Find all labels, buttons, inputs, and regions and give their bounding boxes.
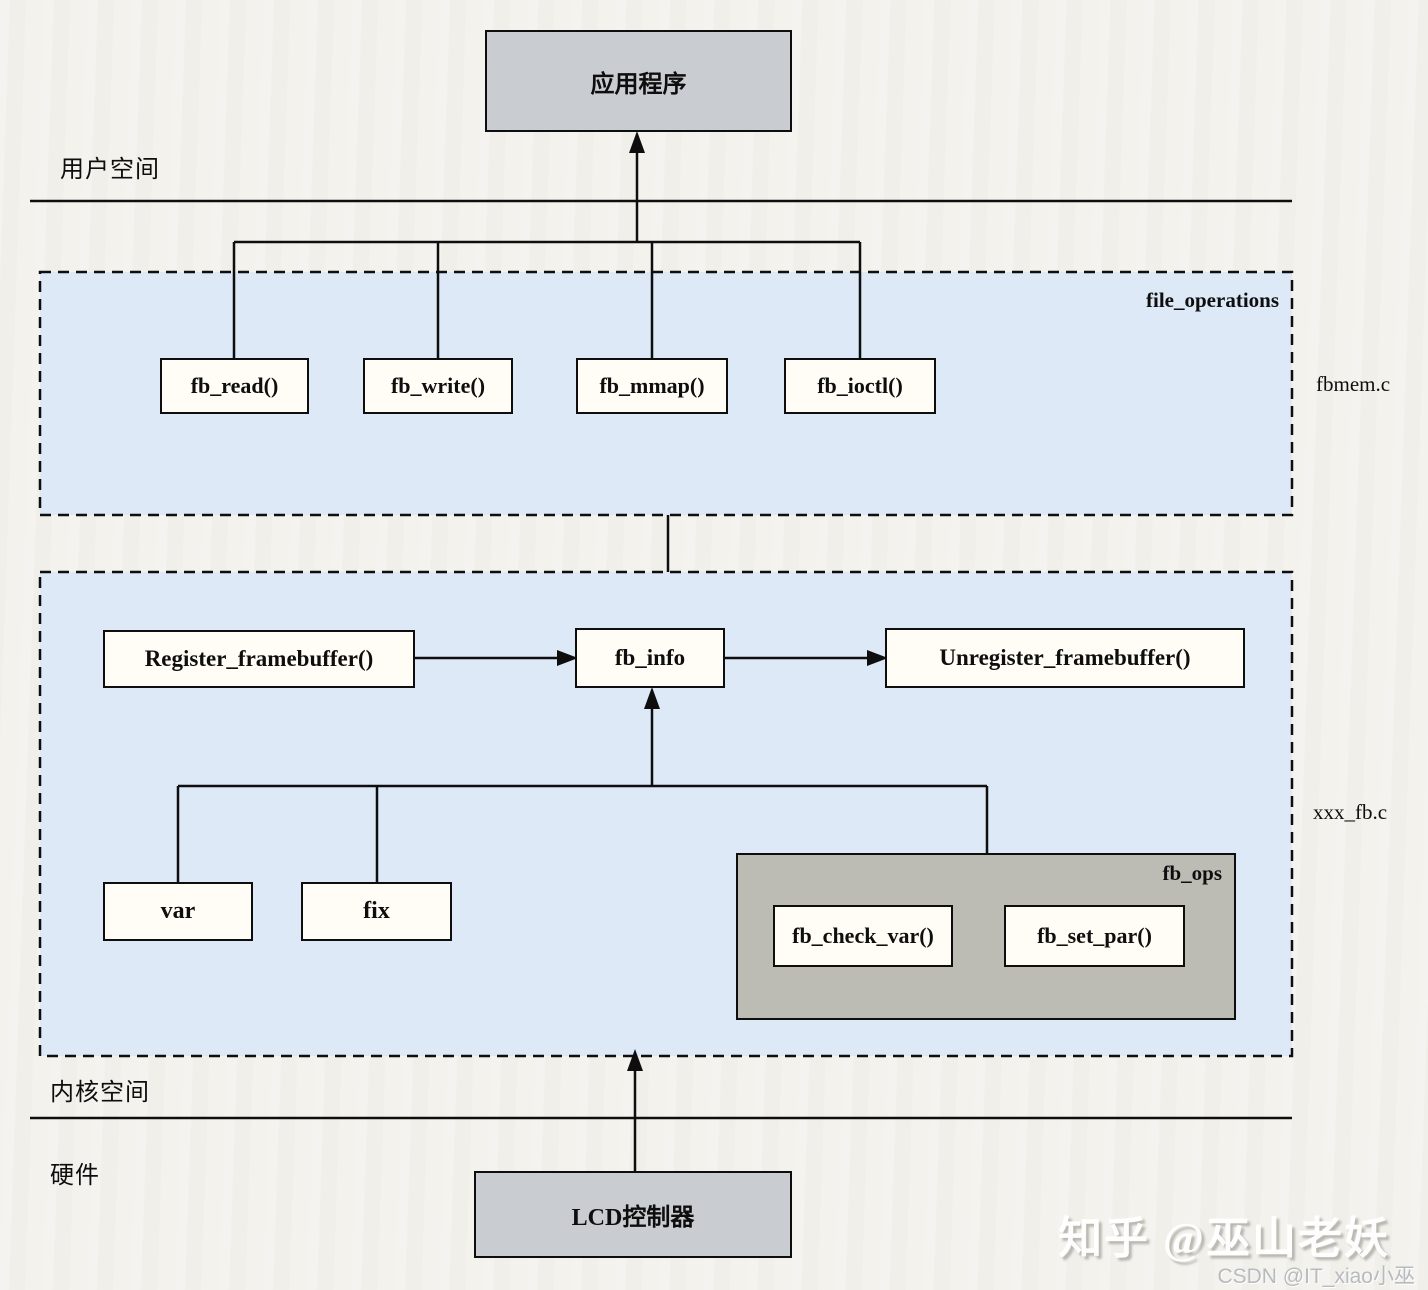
fb-ioctl-box: fb_ioctl() bbox=[784, 358, 936, 414]
hardware-label: 硬件 bbox=[50, 1163, 100, 1189]
fb-info-box: fb_info bbox=[575, 628, 725, 688]
user-space-label: 用户空间 bbox=[60, 157, 160, 183]
fb-set-par-box: fb_set_par() bbox=[1004, 905, 1185, 967]
xxx-fb-label: xxx_fb.c bbox=[1313, 800, 1388, 824]
watermark-csdn: CSDN @IT_xiao小巫 bbox=[1217, 1265, 1415, 1288]
var-box: var bbox=[103, 882, 253, 941]
watermark-zhihu: 知乎 @巫山老妖 bbox=[1058, 1214, 1390, 1263]
application-box: 应用程序 bbox=[485, 30, 792, 132]
fix-box: fix bbox=[301, 882, 452, 941]
kernel-space-label: 内核空间 bbox=[50, 1080, 150, 1106]
register-framebuffer-box: Register_framebuffer() bbox=[103, 630, 415, 688]
fb-read-box: fb_read() bbox=[160, 358, 309, 414]
fb-write-box: fb_write() bbox=[363, 358, 513, 414]
fbmem-label: fbmem.c bbox=[1316, 372, 1391, 396]
fb-ops-title: fb_ops bbox=[1162, 861, 1222, 885]
fb-check-var-box: fb_check_var() bbox=[773, 905, 953, 967]
unregister-framebuffer-box: Unregister_framebuffer() bbox=[885, 628, 1245, 688]
file-operations-title: file_operations bbox=[1146, 288, 1279, 312]
fb-mmap-box: fb_mmap() bbox=[576, 358, 728, 414]
lcd-controller-box: LCD控制器 bbox=[474, 1171, 792, 1258]
